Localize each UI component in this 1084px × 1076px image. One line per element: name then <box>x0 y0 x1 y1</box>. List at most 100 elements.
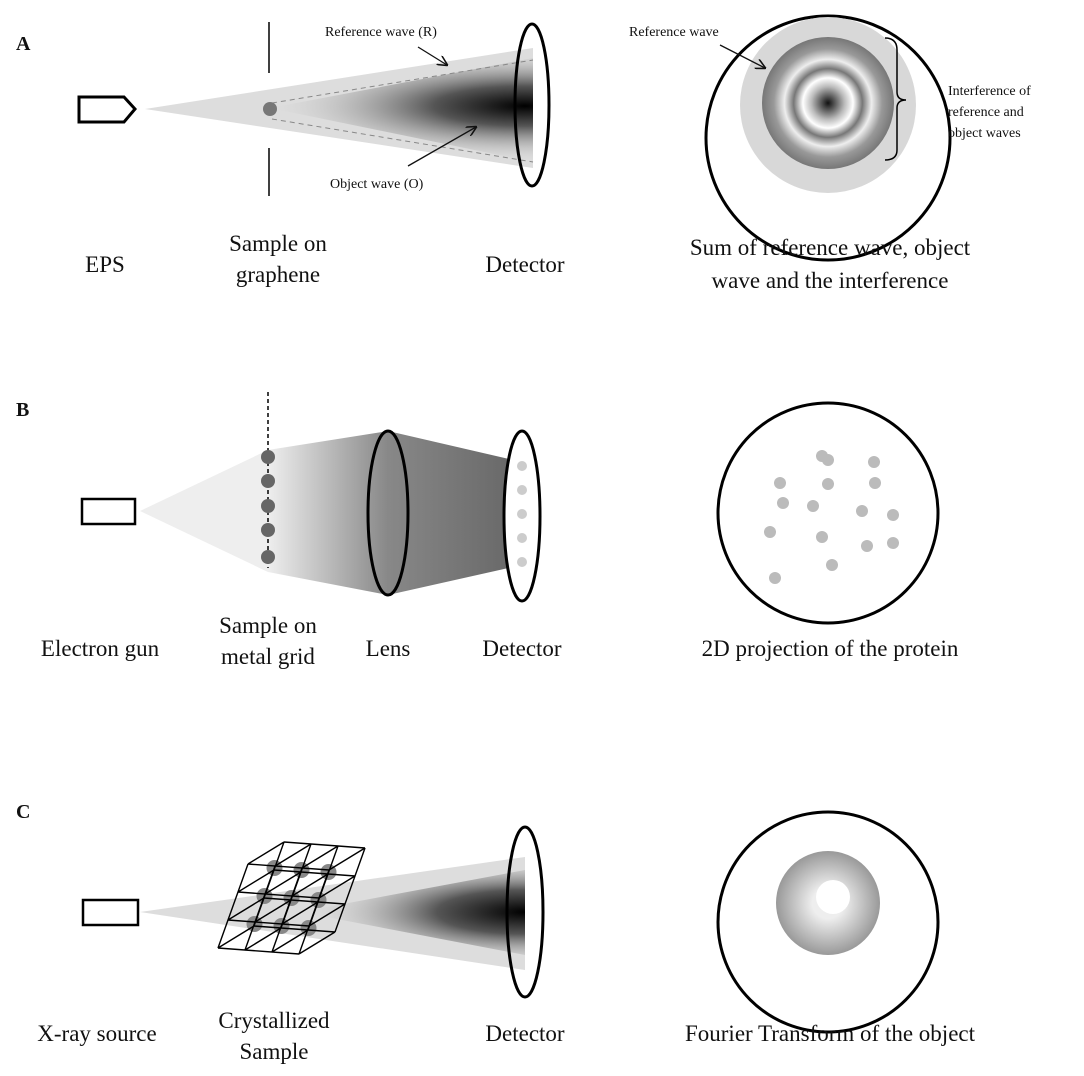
protein-projection <box>807 500 819 512</box>
caption-a-1: Sum of reference wave, object <box>690 235 971 260</box>
sample-b-label-2: metal grid <box>221 644 315 669</box>
lattice-line <box>237 869 275 893</box>
xray-source-label: X-ray source <box>37 1021 156 1046</box>
lattice-line <box>308 903 346 927</box>
lattice-line <box>307 845 339 931</box>
lens <box>366 429 410 597</box>
arrow-reference <box>417 46 447 65</box>
detector-spot <box>517 461 527 471</box>
lens-label: Lens <box>366 636 411 661</box>
panel-label-a: A <box>16 33 31 55</box>
protein-on-grid <box>261 474 275 488</box>
lattice-line <box>253 841 285 927</box>
lattice-line <box>247 841 285 865</box>
eps-label: EPS <box>85 252 125 277</box>
reference-wave-label: Reference wave (R) <box>325 25 437 40</box>
projection-circle <box>716 401 940 625</box>
arrow-object <box>407 127 476 167</box>
protein-projection <box>764 526 776 538</box>
protein-projection <box>868 456 880 468</box>
caption-b: 2D projection of the protein <box>702 636 959 661</box>
protein-projection <box>769 572 781 584</box>
protein-projection <box>887 509 899 521</box>
lattice-line <box>227 897 265 921</box>
interference-label-1: Interference of <box>948 84 1031 99</box>
crystal-lattice <box>217 841 366 955</box>
lattice-line <box>217 947 300 955</box>
detector-spot <box>517 485 527 495</box>
protein-on-grid <box>261 450 275 464</box>
protein-projection <box>777 497 789 509</box>
protein-on-grid <box>261 523 275 537</box>
detector-a <box>513 22 551 188</box>
detector-spot <box>517 533 527 543</box>
lattice-line <box>217 925 255 949</box>
object-wave-label: Object wave (O) <box>330 177 424 192</box>
electron-gun-label: Electron gun <box>41 636 160 661</box>
protein-projection <box>822 454 834 466</box>
lattice-line <box>274 843 312 867</box>
protein-projection <box>826 559 838 571</box>
scattered-beam <box>268 431 388 595</box>
dashed-line <box>271 59 534 104</box>
dashed-line <box>271 118 534 163</box>
detector-c <box>505 825 545 999</box>
lattice-line <box>291 873 329 897</box>
detector-spots <box>517 461 527 567</box>
protein-projection <box>774 477 786 489</box>
lattice-line <box>237 891 320 899</box>
lattice-line <box>244 927 282 951</box>
sample-b-label-1: Sample on <box>219 613 317 638</box>
electron-beam <box>140 450 268 572</box>
interference-label-3: object waves <box>948 126 1021 141</box>
detector-spot <box>517 557 527 567</box>
lattice-line <box>328 847 366 871</box>
fourier-center <box>816 880 850 914</box>
detector-spot <box>517 509 527 519</box>
lattice-line <box>254 899 292 923</box>
caption-c: Fourier Transform of the object <box>685 1021 976 1046</box>
panel-label-b: B <box>16 399 29 421</box>
protein-projection <box>869 477 881 489</box>
grid-samples <box>261 450 275 564</box>
interference-label-2: reference and <box>948 105 1024 120</box>
lattice-line <box>318 875 356 899</box>
protein-on-grid <box>261 499 275 513</box>
caption-a-2: wave and the interference <box>712 268 949 293</box>
focused-beam <box>388 431 522 595</box>
sample-label-1: Sample on <box>229 231 327 256</box>
diffracted-beam <box>300 870 525 955</box>
detector-label-c: Detector <box>485 1021 565 1046</box>
panel-label-c: C <box>16 801 30 823</box>
protein-on-grid <box>261 550 275 564</box>
detector-label-b: Detector <box>482 636 562 661</box>
sample-protein <box>263 102 277 116</box>
protein-projection <box>822 478 834 490</box>
sample-label-2: graphene <box>236 262 320 287</box>
sample-c-label-1: Crystallized <box>218 1008 330 1033</box>
lattice-line <box>264 871 302 895</box>
protein-projection <box>861 540 873 552</box>
protein-projection <box>856 505 868 517</box>
lattice-line <box>253 925 336 933</box>
lattice-line <box>263 897 346 905</box>
arrow-inset-reference <box>719 44 765 68</box>
bracket <box>884 37 907 161</box>
lattice-line <box>280 843 312 929</box>
sample-c-label-2: Sample <box>240 1039 309 1064</box>
protein-projections <box>764 450 899 584</box>
detector-label-a: Detector <box>485 252 565 277</box>
eps-source-icon <box>77 95 137 124</box>
lattice-line <box>334 847 366 933</box>
protein-projection <box>816 531 828 543</box>
lattice-line <box>271 929 309 953</box>
lattice-line <box>283 841 366 849</box>
lattice-line <box>301 845 339 869</box>
lattice-line <box>227 919 310 927</box>
lattice-line <box>247 863 330 871</box>
electron-gun-icon <box>80 497 137 526</box>
xray-source-icon <box>81 898 140 927</box>
inset-reference-label: Reference wave <box>629 25 719 40</box>
lattice-line <box>281 901 319 925</box>
